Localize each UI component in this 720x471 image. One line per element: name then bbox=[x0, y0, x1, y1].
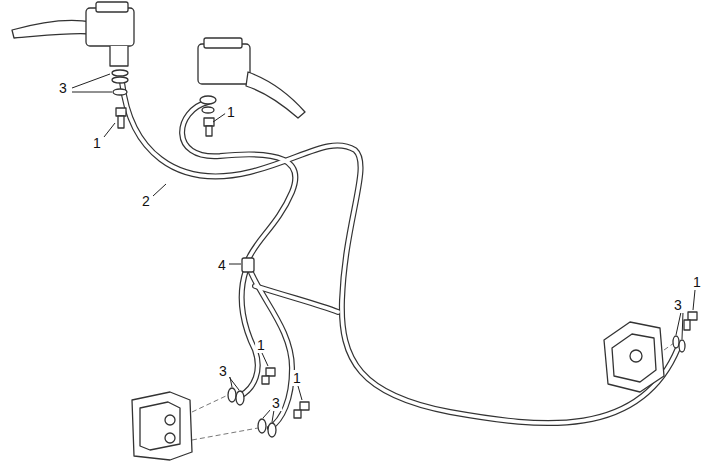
callout-number: 3 bbox=[672, 297, 684, 313]
callout-number: 3 bbox=[57, 80, 69, 96]
hose-joint bbox=[242, 258, 254, 272]
master-cylinder bbox=[12, 2, 134, 95]
hose-outline bbox=[122, 82, 678, 428]
callout-number: 4 bbox=[216, 257, 228, 273]
callout-number: 1 bbox=[225, 104, 237, 120]
callout-number: 3 bbox=[270, 395, 282, 411]
banjo-bolt bbox=[116, 108, 697, 418]
callout-number: 1 bbox=[255, 337, 267, 353]
hose-core bbox=[122, 82, 678, 428]
callout-number: 3 bbox=[217, 363, 229, 379]
brake-caliper bbox=[604, 322, 664, 392]
callout-number: 1 bbox=[691, 274, 703, 290]
callout-number: 2 bbox=[140, 193, 152, 209]
brake-caliper bbox=[132, 392, 192, 460]
master-cylinder bbox=[198, 38, 305, 118]
callout-number: 1 bbox=[91, 135, 103, 151]
alignment-line bbox=[192, 343, 674, 440]
callout-number: 1 bbox=[291, 370, 303, 386]
leader-line bbox=[72, 74, 695, 422]
